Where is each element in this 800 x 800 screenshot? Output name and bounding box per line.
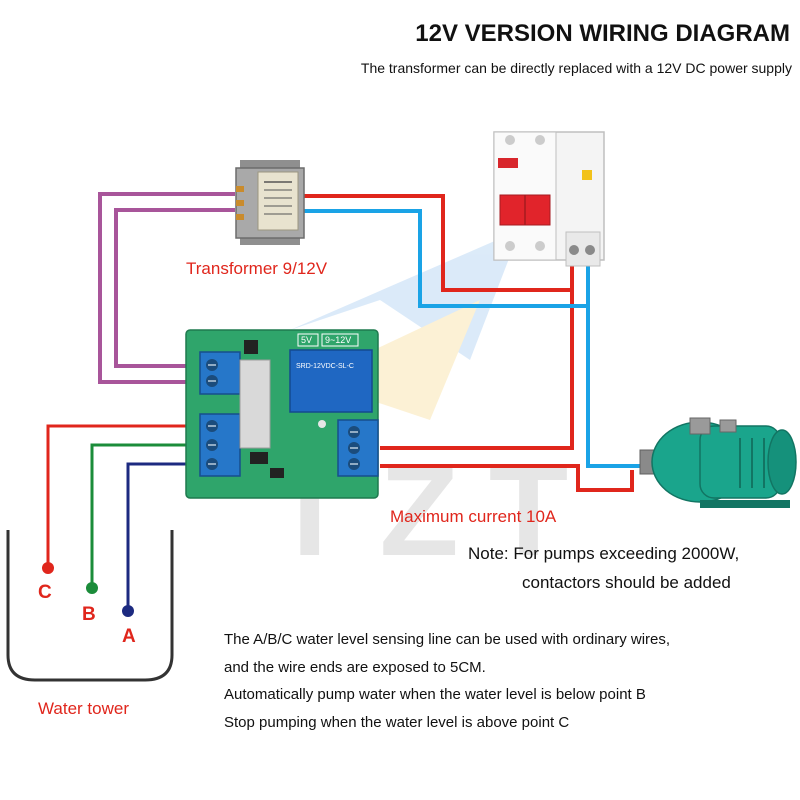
point-b-label: B — [82, 604, 96, 625]
page-title: 12V VERSION WIRING DIAGRAM — [415, 20, 790, 47]
note-line-2: contactors should be added — [522, 573, 731, 592]
transformer-icon — [235, 160, 305, 245]
max-current-label: Maximum current 10A — [390, 507, 557, 526]
voltage-badge-5v: 5V — [301, 335, 312, 345]
water-pump-icon — [639, 417, 797, 508]
relay-module-icon: SRD-12VDC-SL-C 5V 9~12V — [185, 329, 379, 499]
page-subtitle: The transformer can be directly replaced… — [360, 60, 792, 76]
sensing-endpoints — [42, 562, 134, 617]
red-wires — [300, 194, 634, 492]
point-a-dot — [122, 605, 134, 617]
relay-text: SRD-12VDC-SL-C — [296, 363, 354, 370]
description-line: and the wire ends are exposed to 5CM. — [224, 659, 486, 676]
purple-wires — [98, 192, 235, 384]
point-a-label: A — [122, 626, 136, 647]
point-c-dot — [42, 562, 54, 574]
voltage-badge-12v: 9~12V — [325, 335, 351, 345]
water-tower-label: Water tower — [38, 699, 130, 718]
description-line: The A/B/C water level sensing line can b… — [224, 631, 671, 648]
transformer-label: Transformer 9/12V — [186, 259, 328, 278]
description-line: Stop pumping when the water level is abo… — [224, 714, 570, 731]
note-line-1: Note: For pumps exceeding 2000W, — [468, 544, 740, 563]
point-b-dot — [86, 582, 98, 594]
point-c-label: C — [38, 582, 52, 603]
description-line: Automatically pump water when the water … — [224, 686, 646, 703]
sensing-wires — [46, 424, 200, 610]
water-tower-icon — [6, 530, 174, 682]
circuit-breaker-icon — [493, 131, 605, 267]
blue-wires — [300, 209, 650, 468]
